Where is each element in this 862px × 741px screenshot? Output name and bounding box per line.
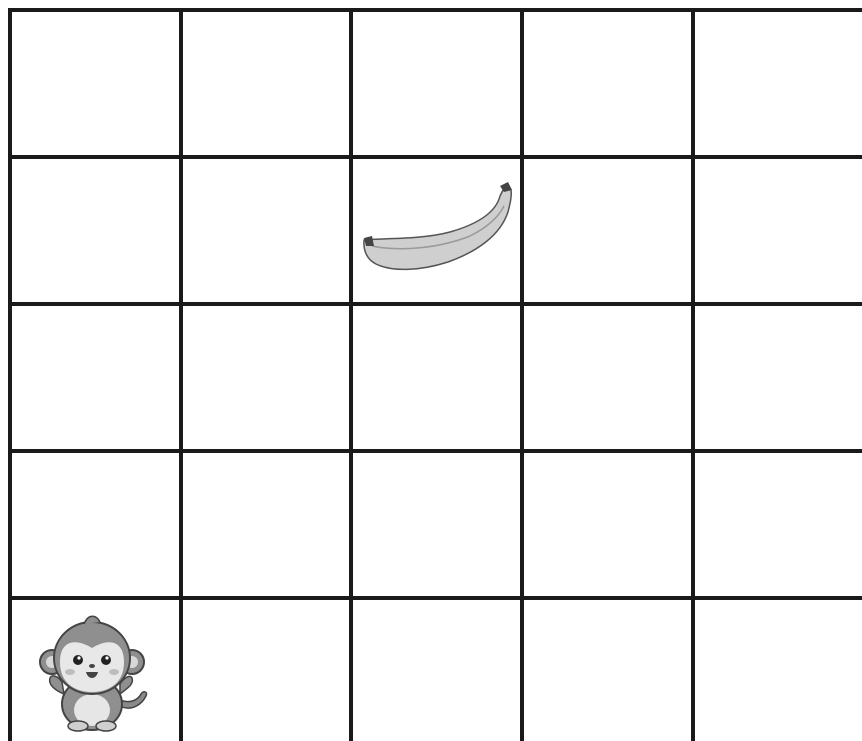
grid-cell-r2-c3[interactable] — [522, 304, 693, 451]
grid-cell-r4-c1[interactable] — [181, 598, 352, 741]
grid-cell-r3-c0[interactable] — [10, 451, 181, 598]
grid-cell-r3-c3[interactable] — [522, 451, 693, 598]
grid-cell-r0-c2[interactable] — [351, 10, 522, 157]
grid-cell-r2-c0[interactable] — [10, 304, 181, 451]
grid-cell-r1-c1[interactable] — [181, 157, 352, 304]
grid-cell-r2-c4[interactable] — [693, 304, 862, 451]
grid-cell-r2-c2[interactable] — [351, 304, 522, 451]
grid-cell-r0-c0[interactable] — [10, 10, 181, 157]
grid-cells — [10, 10, 862, 741]
grid-cell-r4-c3[interactable] — [522, 598, 693, 741]
grid-cell-r1-c0[interactable] — [10, 157, 181, 304]
grid-cell-r4-c2[interactable] — [351, 598, 522, 741]
grid-cell-r3-c1[interactable] — [181, 451, 352, 598]
grid-cell-r3-c2[interactable] — [351, 451, 522, 598]
grid-cell-r0-c1[interactable] — [181, 10, 352, 157]
grid-cell-r1-c3[interactable] — [522, 157, 693, 304]
grid-cell-r2-c1[interactable] — [181, 304, 352, 451]
grid-cell-r4-c4[interactable] — [693, 598, 862, 741]
grid-cell-r0-c3[interactable] — [522, 10, 693, 157]
grid-cell-r1-c4[interactable] — [693, 157, 862, 304]
grid-cell-r0-c4[interactable] — [693, 10, 862, 157]
grid-cell-r3-c4[interactable] — [693, 451, 862, 598]
